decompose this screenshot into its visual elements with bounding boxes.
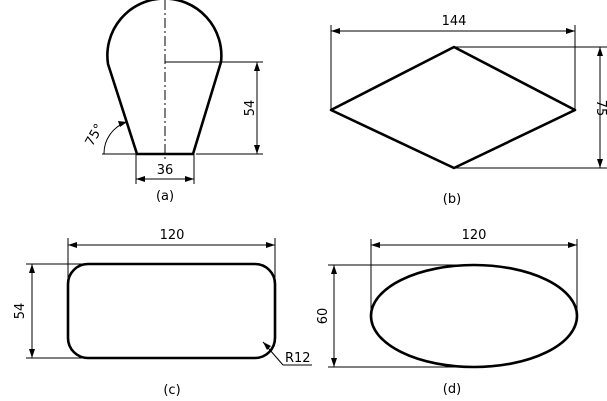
- figure-d-height-arrow-top: [331, 265, 337, 274]
- figure-a-width-arrow-right: [185, 176, 194, 182]
- figure-d-ellipse: [369, 263, 579, 369]
- figure-b-rhombus: [329, 45, 577, 170]
- figure-d-width-arrow-left: [371, 242, 380, 248]
- figure-b-height-arrow-bottom: [597, 159, 603, 168]
- figure-c-radius-arrow: [263, 342, 271, 350]
- figure-a-angle-arrow: [118, 121, 127, 127]
- figure-c-width-label: 120: [160, 228, 185, 243]
- figure-d-height-label: 60: [316, 308, 331, 325]
- figure-d-width-label: 120: [462, 228, 487, 243]
- figure-a-angle-label: 75°: [83, 122, 108, 149]
- figure-b-height-arrow-top: [597, 47, 603, 56]
- figure-b-caption: (b): [443, 192, 461, 207]
- figure-c-height-label: 54: [13, 303, 28, 320]
- figure-b: 144 75 (b): [329, 14, 607, 207]
- figure-b-width-arrow-left: [331, 28, 340, 34]
- figure-c-rounded-rect: [66, 262, 277, 360]
- figure-a-height-label: 54: [243, 100, 258, 117]
- figure-c-width-arrow-right: [266, 242, 275, 248]
- figure-b-width-arrow-right: [566, 28, 575, 34]
- figure-c-height-arrow-bottom: [29, 349, 35, 358]
- figure-a-width-arrow-left: [136, 176, 145, 182]
- figure-a-angle-arc: [103, 121, 128, 155]
- figure-a-caption: (a): [156, 189, 174, 204]
- figure-d: 120 60 (d): [316, 228, 579, 397]
- figure-d-height-arrow-bottom: [331, 358, 337, 367]
- figure-b-width-label: 144: [442, 14, 467, 29]
- figure-c-caption: (c): [163, 383, 180, 398]
- figure-d-width-arrow-right: [568, 242, 577, 248]
- figure-c-radius-label: R12: [285, 351, 311, 366]
- figure-c-height-arrow-top: [29, 264, 35, 273]
- figure-a-height-arrow-bottom: [254, 145, 260, 154]
- figure-c-width-arrow-left: [68, 242, 77, 248]
- figure-c: 120 54 R12 (c): [13, 228, 312, 398]
- figure-b-height-label: 75: [593, 100, 607, 117]
- figure-d-caption: (d): [443, 382, 461, 397]
- figure-a-height-arrow-top: [254, 62, 260, 71]
- figure-a-width-label: 36: [157, 163, 174, 178]
- figure-a: 54 36 75° (a): [83, 0, 263, 204]
- figure-a-outline: [106, 0, 223, 156]
